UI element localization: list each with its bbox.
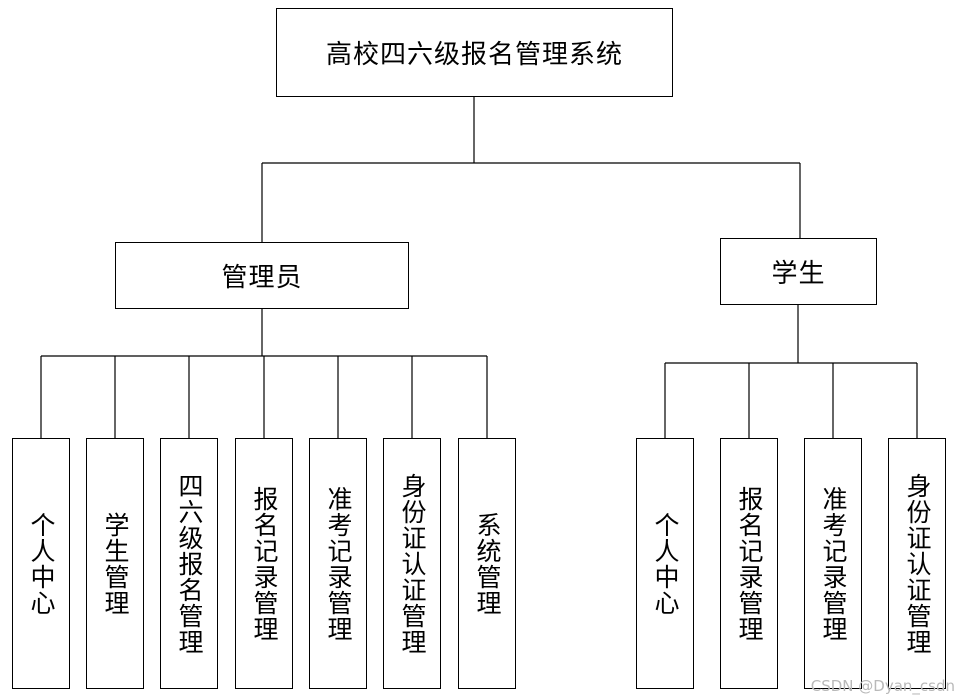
admin-label: 管理员	[221, 263, 303, 293]
student-child-node: 身份证认证管理	[888, 438, 946, 689]
watermark: CSDN @Dyan_csdn	[810, 677, 955, 695]
student-child-node: 个人中心	[636, 438, 694, 689]
student-label: 学生	[771, 259, 826, 289]
student-node: 学生	[720, 238, 877, 305]
admin-child-label: 个人中心	[27, 511, 56, 616]
student-child-label: 个人中心	[651, 511, 680, 616]
admin-child-label: 学生管理	[101, 511, 130, 616]
admin-child-node: 系统管理	[458, 438, 516, 689]
student-child-node: 报名记录管理	[720, 438, 778, 689]
student-child-label: 身份证认证管理	[903, 472, 932, 655]
root-node: 高校四六级报名管理系统	[276, 8, 673, 97]
admin-child-label: 系统管理	[473, 511, 502, 616]
admin-child-node: 身份证认证管理	[383, 438, 441, 689]
admin-child-label: 准考记录管理	[324, 485, 353, 642]
admin-node: 管理员	[115, 242, 409, 309]
admin-child-node: 四六级报名管理	[160, 438, 218, 689]
root-label: 高校四六级报名管理系统	[325, 40, 623, 70]
admin-child-label: 四六级报名管理	[175, 472, 204, 655]
admin-child-node: 报名记录管理	[235, 438, 293, 689]
admin-child-label: 身份证认证管理	[398, 472, 427, 655]
admin-child-node: 学生管理	[86, 438, 144, 689]
admin-child-node: 准考记录管理	[309, 438, 367, 689]
admin-child-label: 报名记录管理	[250, 485, 279, 642]
student-child-node: 准考记录管理	[804, 438, 862, 689]
student-child-label: 报名记录管理	[735, 485, 764, 642]
admin-child-node: 个人中心	[12, 438, 70, 689]
student-child-label: 准考记录管理	[819, 485, 848, 642]
